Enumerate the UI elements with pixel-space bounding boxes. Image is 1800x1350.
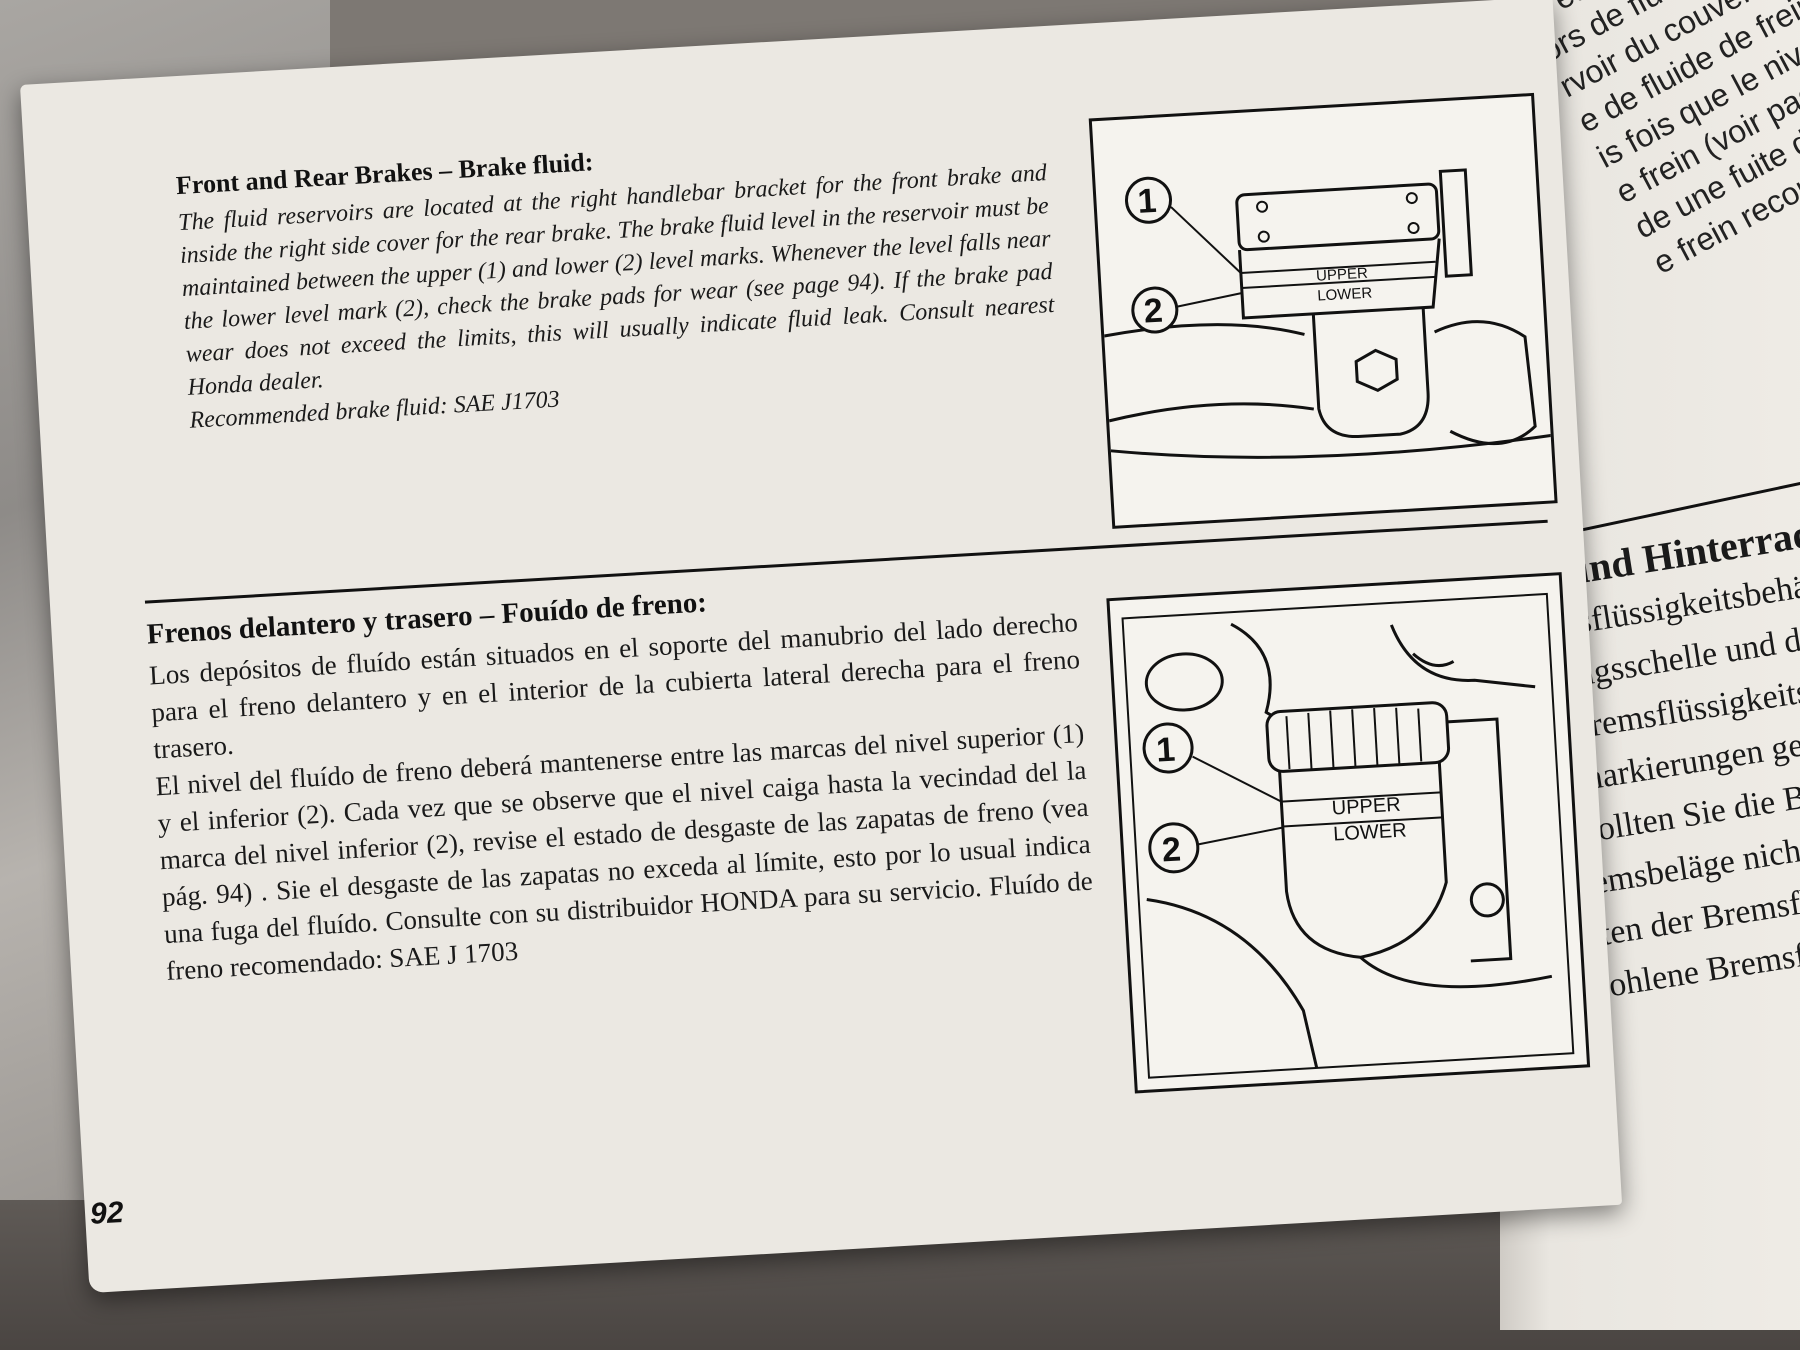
- rear-callout-1: 1: [1155, 731, 1176, 770]
- front-callout-2: 2: [1143, 292, 1164, 331]
- callout-2-circle: [1148, 822, 1200, 874]
- rear-reservoir-figure: UPPER LOWER 1 2: [1106, 572, 1591, 1094]
- rear-lower-mark-label: LOWER: [1333, 819, 1407, 845]
- manual-page: Front and Rear Brakes – Brake fluid: The…: [20, 0, 1623, 1293]
- callout-1-circle: [1125, 176, 1173, 224]
- front-lower-mark-label: LOWER: [1317, 285, 1373, 305]
- callout-1-circle: [1142, 722, 1194, 774]
- front-upper-mark-label: UPPER: [1316, 265, 1369, 285]
- rear-reservoir-illustration: UPPER LOWER 1 2: [1121, 592, 1575, 1079]
- page-number: 92: [89, 1195, 125, 1231]
- front-reservoir-figure: UPPER LOWER 1 2: [1088, 92, 1558, 529]
- front-callout-1: 1: [1136, 182, 1157, 221]
- spanish-section: Frenos delantero y trasero – Fouído de f…: [146, 565, 1096, 990]
- english-section: Front and Rear Brakes – Brake fluid: The…: [175, 121, 1059, 438]
- front-reservoir-illustration: UPPER LOWER 1 2: [1103, 168, 1551, 459]
- rear-upper-mark-label: UPPER: [1331, 794, 1401, 820]
- callout-2-circle: [1131, 286, 1179, 334]
- rear-callout-2: 2: [1161, 830, 1182, 869]
